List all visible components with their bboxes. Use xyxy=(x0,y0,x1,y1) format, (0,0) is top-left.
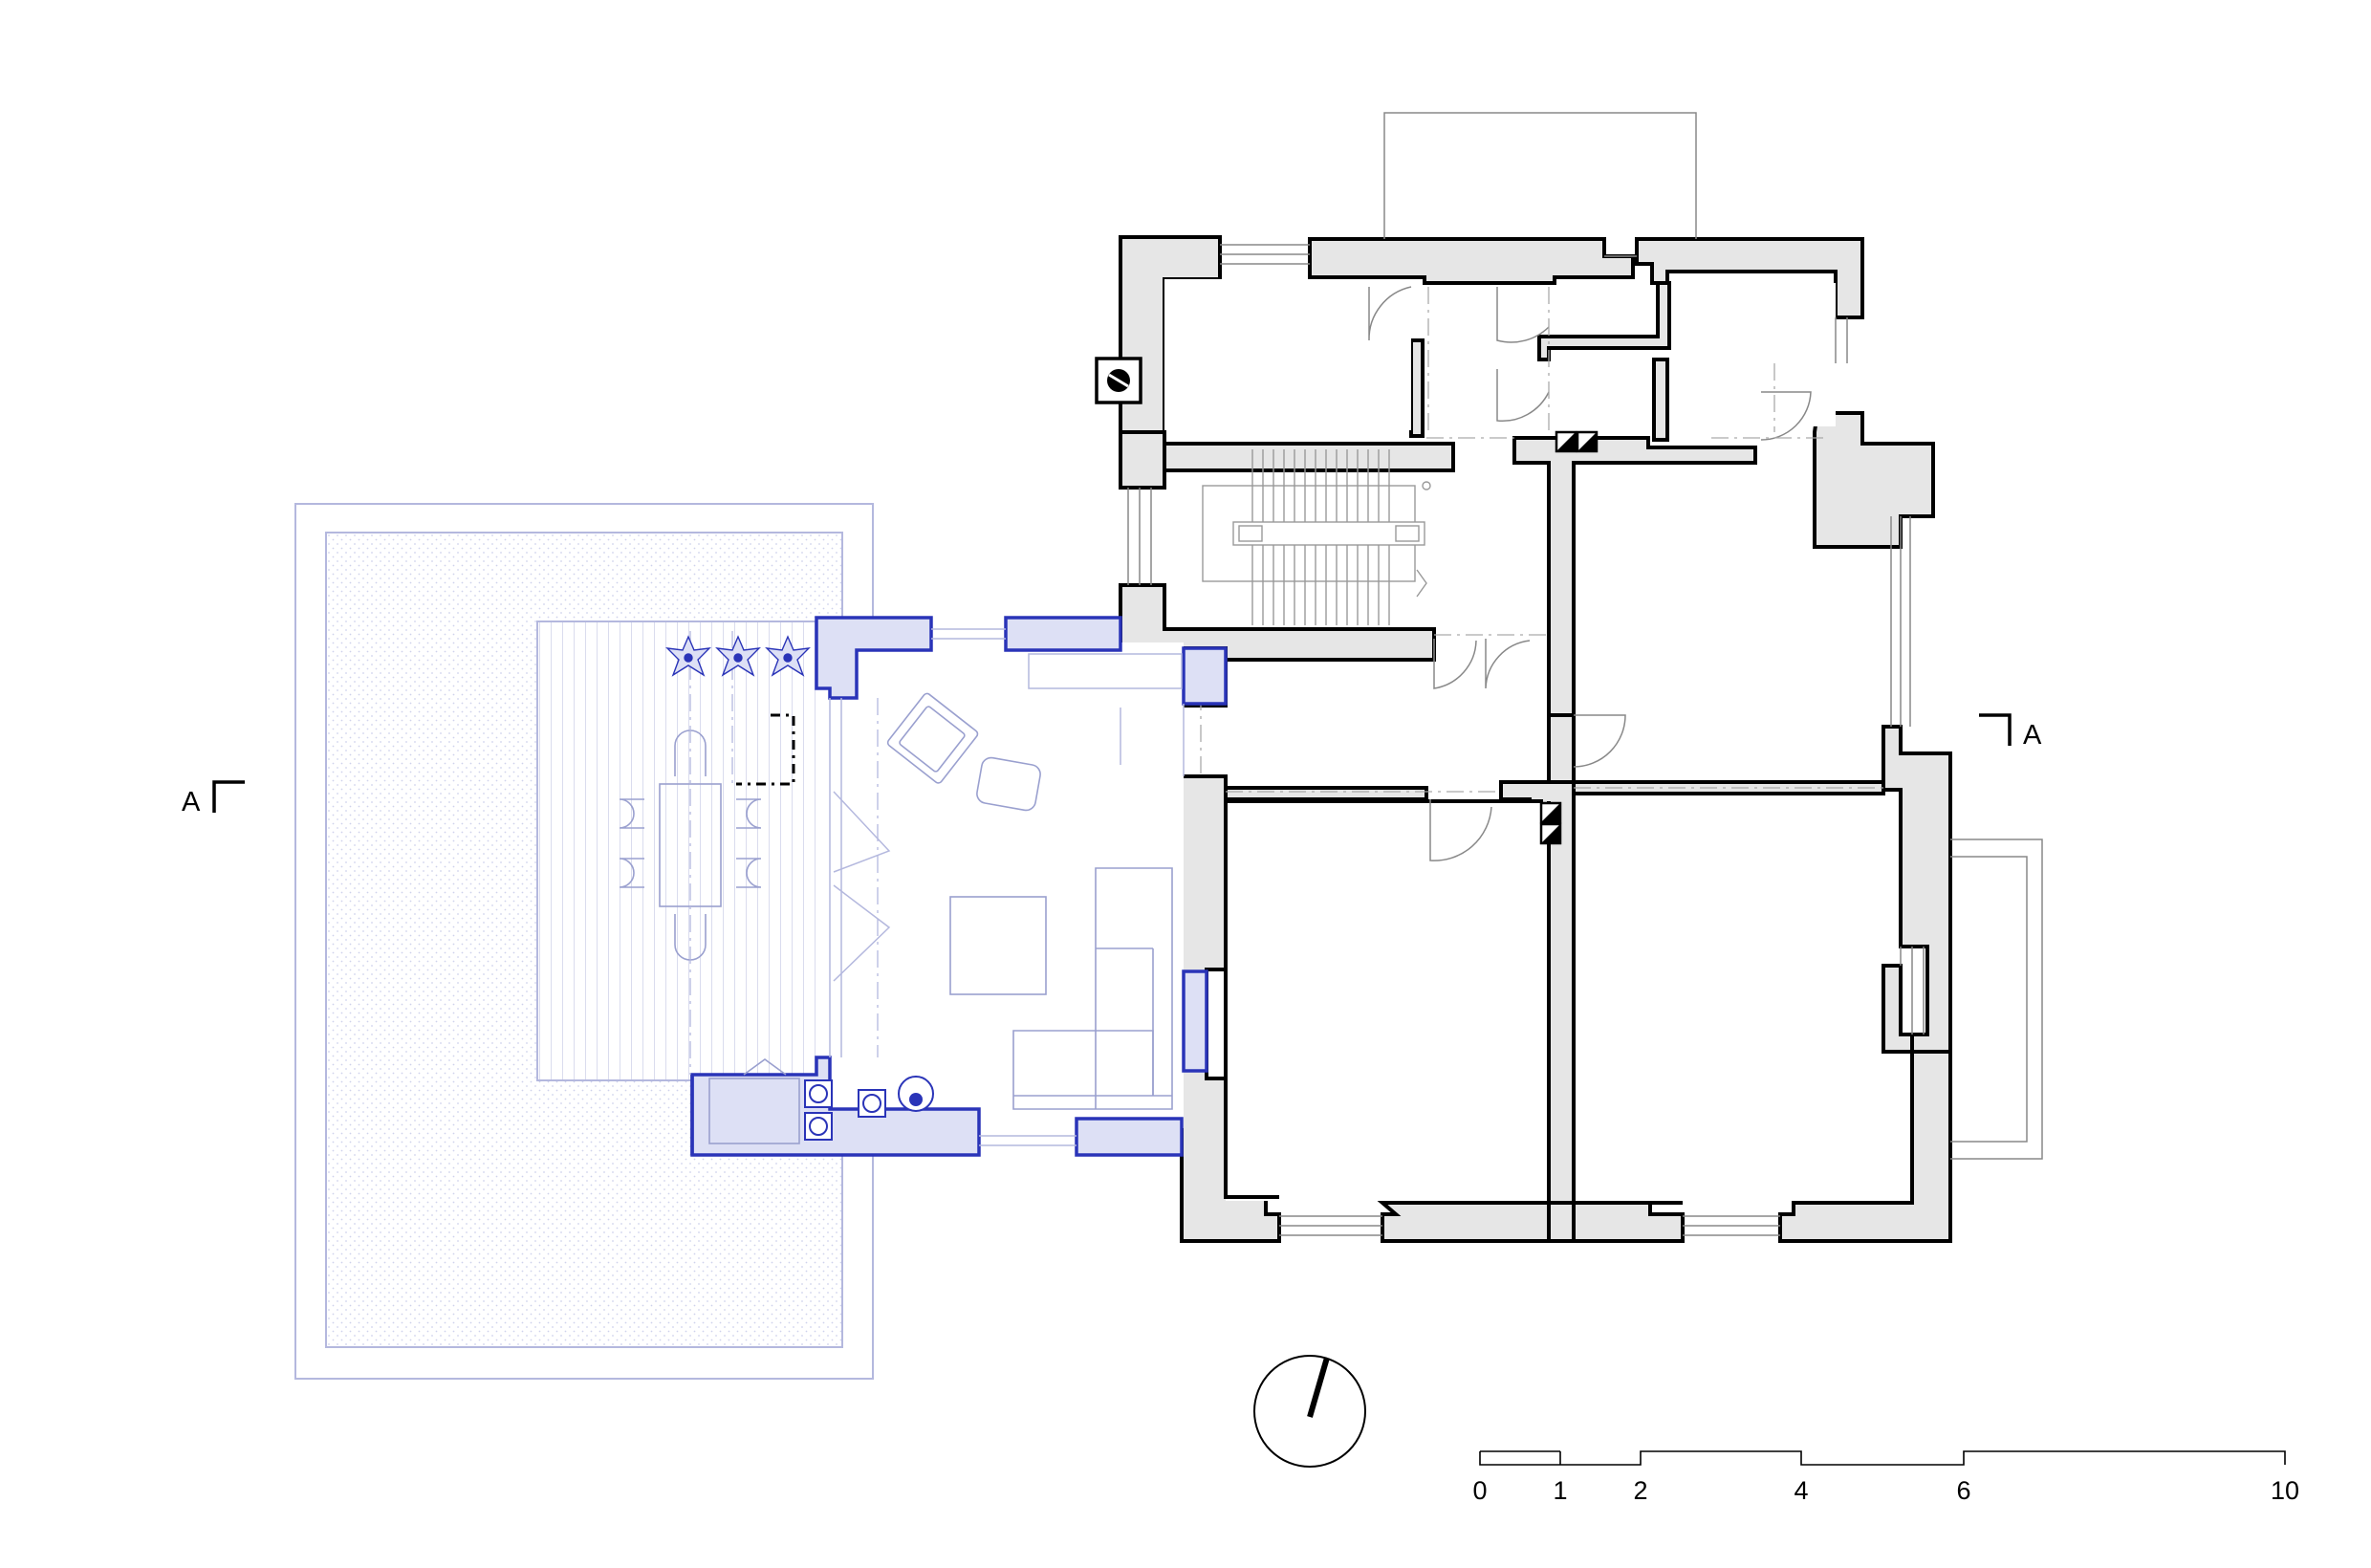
ottoman xyxy=(976,756,1041,812)
windows xyxy=(1127,244,1925,1236)
section-label-left: A xyxy=(182,787,201,817)
scale-tick-2: 2 xyxy=(1633,1476,1647,1505)
existing-wall-south-east xyxy=(1547,1201,1576,1243)
balconies xyxy=(1383,112,2043,1160)
existing-wall-west-upper xyxy=(1119,430,1166,490)
sofa xyxy=(1012,867,1173,1110)
partition-kitchen xyxy=(1409,338,1425,438)
scale-tick-4: 6 xyxy=(1956,1476,1970,1505)
partition-wc xyxy=(1652,358,1669,442)
new-wall-hall-link xyxy=(1182,646,1228,706)
stair-wall-north xyxy=(1163,442,1455,472)
scale-tick-1: 1 xyxy=(1553,1476,1567,1505)
section-mark-left: A xyxy=(182,780,245,817)
new-wall-east-link xyxy=(1182,969,1208,1073)
potted-plant-icon xyxy=(665,635,811,677)
partition-lower-east xyxy=(1572,780,1885,795)
existing-wall-east-upper xyxy=(1813,362,1935,549)
section-arrow-right-icon xyxy=(1979,713,2012,746)
scale-tick-5: 10 xyxy=(2271,1476,2299,1505)
existing-wall-north-middle xyxy=(1308,237,1635,285)
north-arrow-icon xyxy=(1253,1355,1366,1468)
centerlines xyxy=(1200,287,1883,793)
partition-hall-south xyxy=(1224,786,1428,801)
new-extension xyxy=(690,616,1228,1157)
section-label-right: A xyxy=(2023,720,2042,751)
coffee-table xyxy=(949,896,1047,995)
ventilation-shafts xyxy=(1539,430,1599,845)
new-wall-north xyxy=(1004,616,1122,652)
partition-corridor xyxy=(1512,436,1757,717)
section-mark-right: A xyxy=(1979,713,2042,751)
east-balcony xyxy=(1950,838,2043,1160)
existing-wall-south-middle xyxy=(1377,1201,1685,1243)
scale-bar: 0 1 2 4 6 10 xyxy=(1472,1450,2299,1505)
scale-tick-3: 4 xyxy=(1794,1476,1808,1505)
new-wall-south-right xyxy=(1075,1117,1184,1157)
new-wall-south-left xyxy=(690,1056,981,1157)
existing-wall-east-window xyxy=(1882,964,1914,1054)
armchair xyxy=(886,692,979,784)
staircase xyxy=(1202,449,1431,625)
furniture xyxy=(619,692,1173,1144)
extension-floor xyxy=(822,642,1184,1128)
north-balcony xyxy=(1383,112,1697,239)
terrace-screen xyxy=(736,713,795,786)
garden-terrace xyxy=(294,503,874,1380)
appliances xyxy=(804,1076,934,1141)
partition-bath xyxy=(1537,281,1671,361)
extension-glazing xyxy=(829,628,1185,1146)
chimney-flue-icon xyxy=(1095,357,1142,404)
existing-wall-northeast xyxy=(1635,237,1864,319)
folding-doors xyxy=(833,708,1121,982)
scale-tick-0: 0 xyxy=(1472,1476,1487,1505)
wooden-deck-boards xyxy=(536,621,830,1081)
kitchenette-counter xyxy=(708,1078,800,1144)
room-interiors xyxy=(1164,279,1880,1201)
section-arrow-left-icon xyxy=(212,780,245,813)
